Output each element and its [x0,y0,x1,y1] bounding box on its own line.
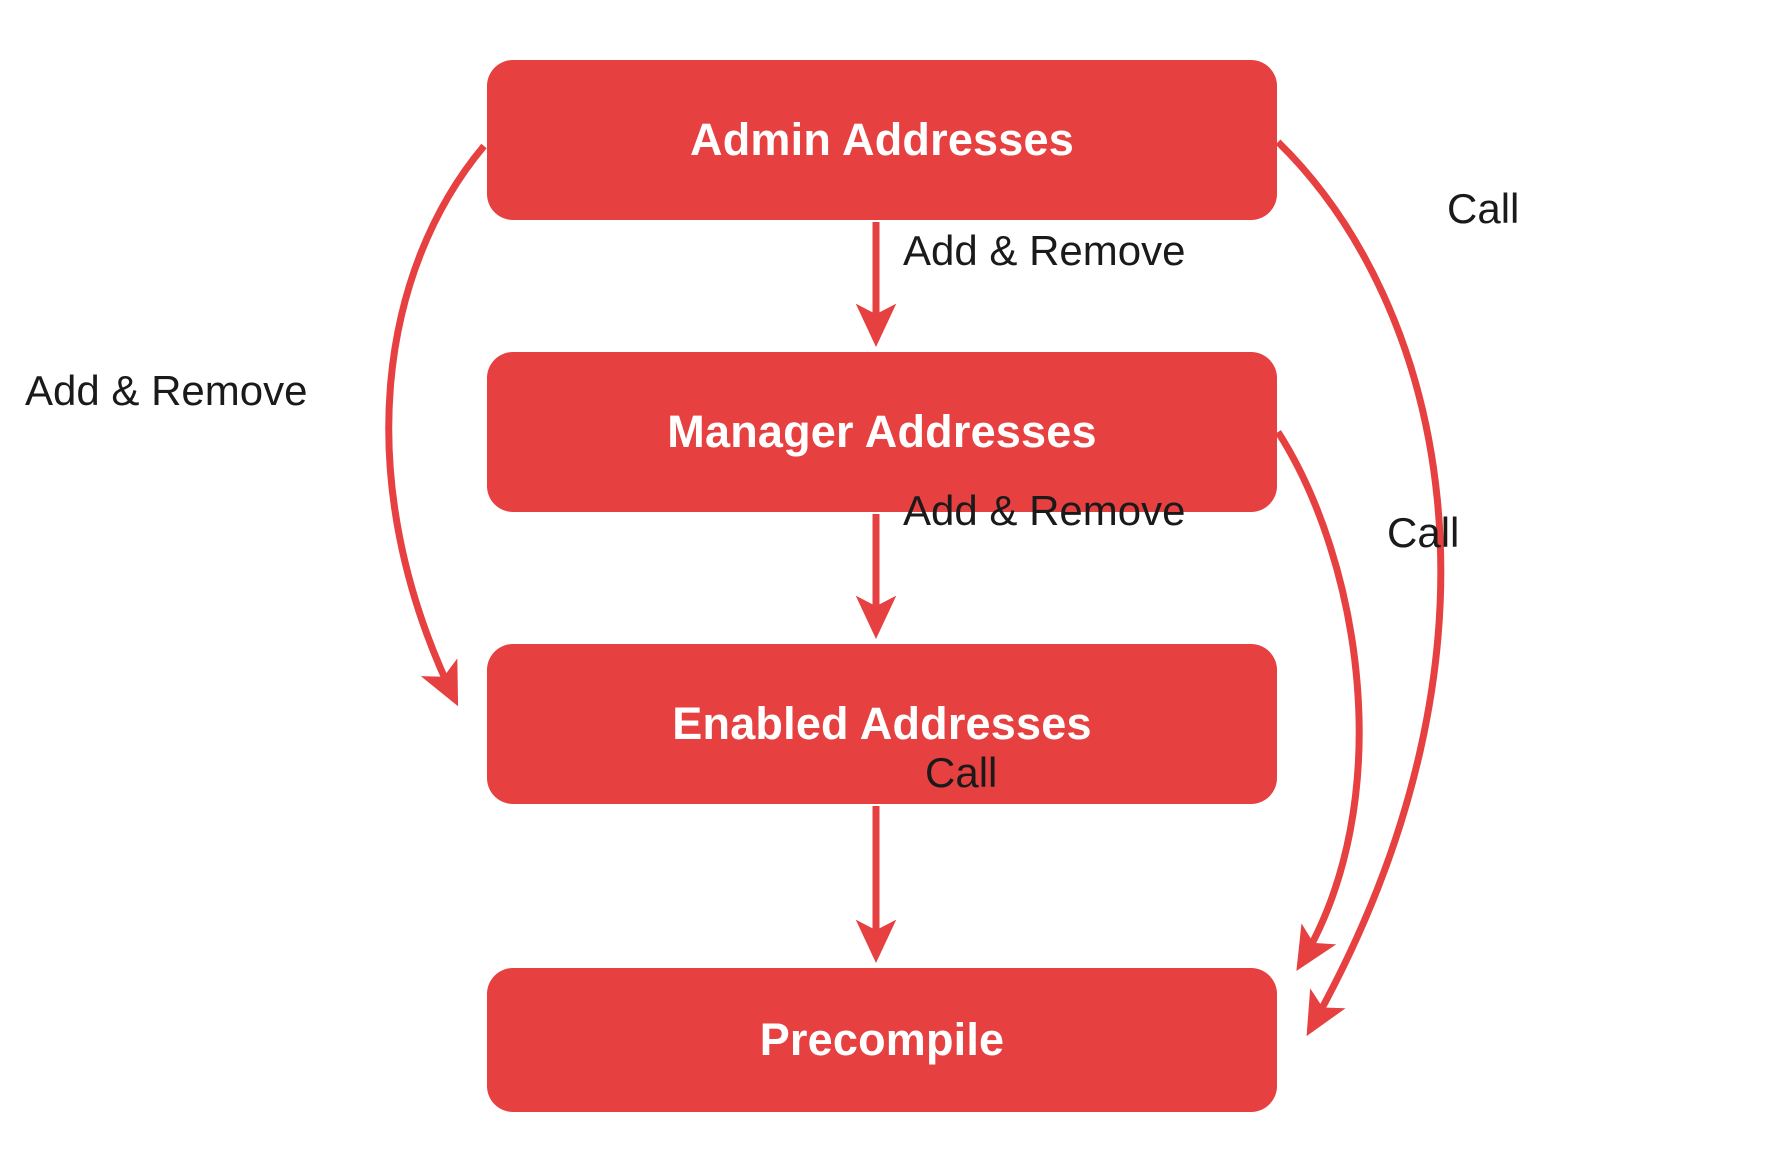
edge-manager-to-precompile [1275,430,1363,971]
node-admin-addresses[interactable]: Admin Addresses [487,60,1277,220]
edge-admin-to-enabled [385,143,487,707]
edge-label-admin-to-precompile: Call [1447,185,1520,232]
node-manager-addresses-label: Manager Addresses [667,406,1097,457]
edge-label-manager-to-enabled: Add & Remove [903,487,1186,534]
node-manager-addresses[interactable]: Manager Addresses [487,352,1277,512]
edge-label-admin-to-enabled: Add & Remove [25,367,308,414]
node-enabled-addresses[interactable]: Enabled Addresses [487,644,1277,804]
node-precompile-label: Precompile [759,1014,1005,1065]
node-precompile[interactable]: Precompile [487,968,1277,1112]
node-enabled-addresses-label: Enabled Addresses [672,698,1092,749]
edge-label-manager-to-precompile: Call [1387,509,1460,556]
edge-label-admin-to-manager: Add & Remove [903,227,1186,274]
edge-admin-to-precompile [1275,139,1445,1037]
node-admin-addresses-label: Admin Addresses [690,114,1074,165]
edge-label-enabled-to-precompile: Call [925,749,998,796]
